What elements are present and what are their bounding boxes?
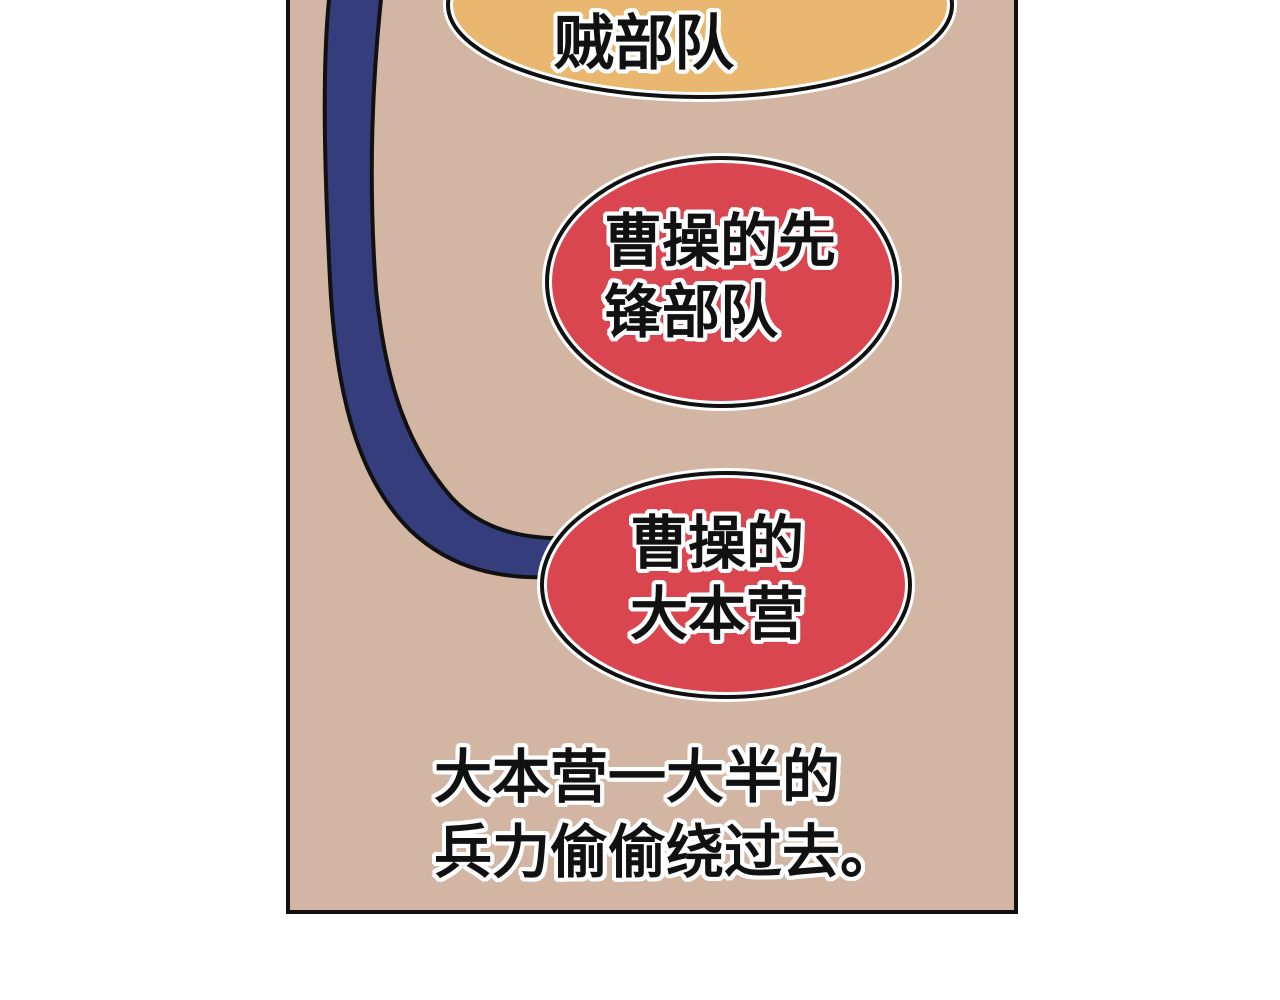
main-camp-label: 曹操的 大本营 (630, 508, 804, 650)
route-band (322, 0, 572, 580)
main-camp-label-line-2: 大本营 (630, 579, 805, 648)
caption: 大本营一大半的 兵力偷偷绕过去。 (434, 740, 898, 891)
vanguard-oval-outline (545, 156, 899, 408)
vanguard-label-line-1: 曹操的先 (604, 207, 837, 275)
caption-line-1: 大本营一大半的 (434, 743, 841, 811)
vanguard-label-line-2: 锋部队 (604, 277, 779, 346)
rebel-unit-label: 贼部队 (554, 8, 734, 80)
rebel-unit-oval-outline (446, 0, 954, 99)
rebel-unit-label-line-1: 贼部队 (554, 9, 734, 79)
main-camp-oval-outline (540, 471, 912, 699)
main-camp-label-line-1: 曹操的 (630, 509, 805, 577)
vanguard-label: 曹操的先 锋部队 (604, 206, 836, 348)
caption-line-2: 兵力偷偷绕过去。 (434, 818, 899, 887)
